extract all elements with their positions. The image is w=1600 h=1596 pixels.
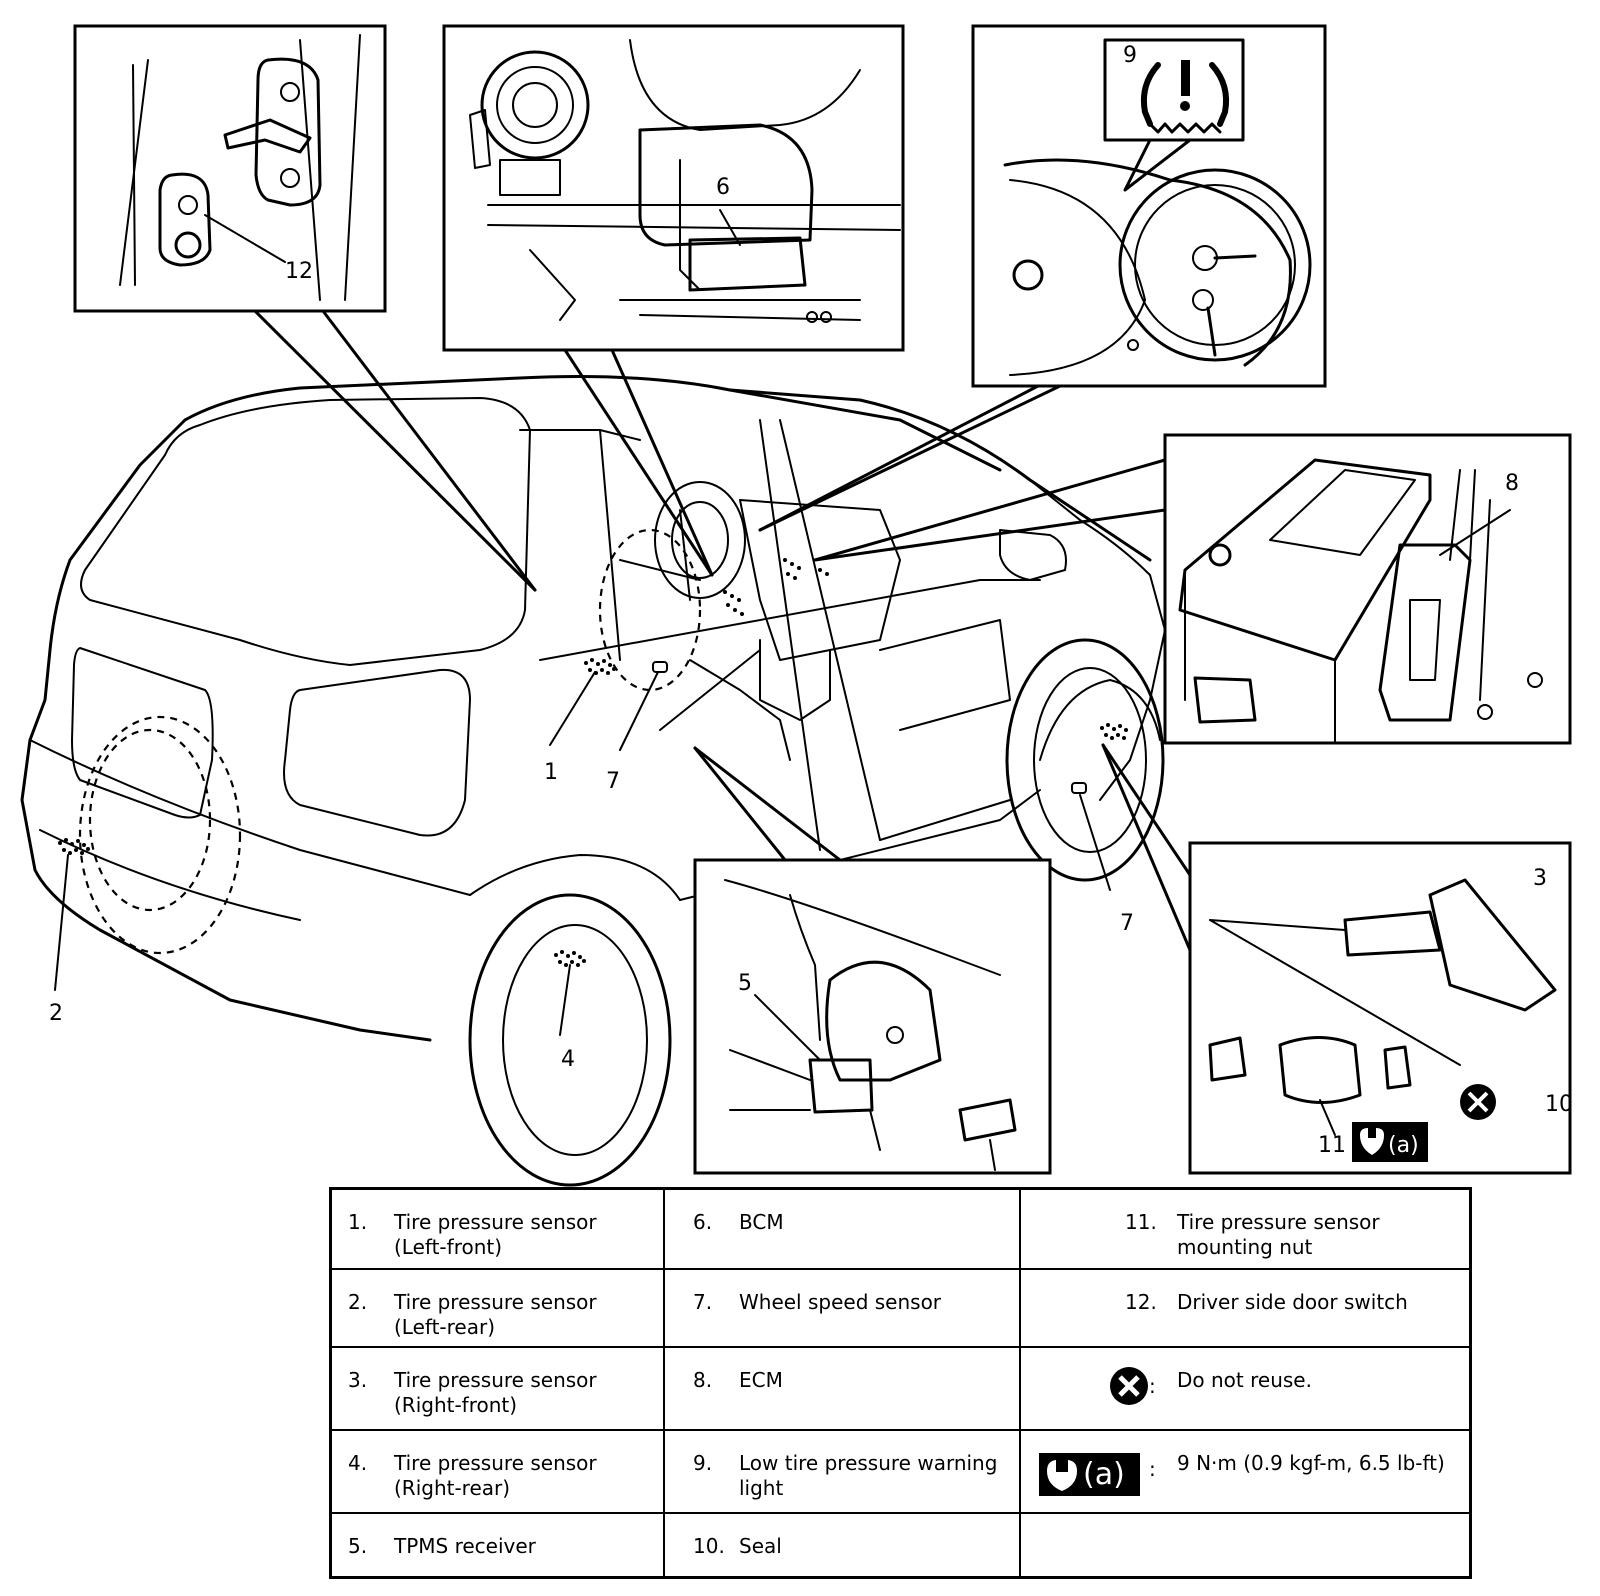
callout-5: 5 xyxy=(738,971,752,996)
callout-2: 2 xyxy=(49,1001,63,1026)
legend-cell: 11.Tire pressure sensor mounting nut xyxy=(1021,1190,1469,1270)
legend-cell: 4.Tire pressure sensor (Right-rear) xyxy=(332,1431,665,1514)
detail-tpms-receiver xyxy=(693,858,1052,1175)
callout-10: 10 xyxy=(1545,1092,1573,1117)
legend-cell: 1.Tire pressure sensor (Left-front) xyxy=(332,1190,665,1270)
detail-wedges xyxy=(253,309,1192,952)
tire-pressure-warning-icon xyxy=(1140,60,1230,134)
vehicle-outline xyxy=(20,375,1166,1187)
callout-8: 8 xyxy=(1505,471,1519,496)
callout-labels: 12 6 9 8 3 10 11 5 1 7 7 2 4 xyxy=(49,43,1573,1158)
detail-warning-light xyxy=(971,24,1327,388)
callout-3: 3 xyxy=(1533,866,1547,891)
callout-7-right: 7 xyxy=(1120,911,1134,936)
legend-cell-empty xyxy=(1021,1514,1469,1576)
legend-cell: 2.Tire pressure sensor (Left-rear) xyxy=(332,1270,665,1348)
legend-cell: 7.Wheel speed sensor xyxy=(665,1270,1021,1348)
legend-cell: 3.Tire pressure sensor (Right-front) xyxy=(332,1348,665,1431)
legend-cell: 5.TPMS receiver xyxy=(332,1514,665,1576)
detail-sensor-exploded: (a) xyxy=(1188,841,1572,1175)
callout-1: 1 xyxy=(544,760,558,785)
wrench-icon: (a) xyxy=(1352,1122,1428,1162)
legend-cell: 12.Driver side door switch xyxy=(1021,1270,1469,1348)
torque-badge: (a) xyxy=(1039,1453,1140,1496)
detail-ecm xyxy=(1163,433,1572,745)
callout-12: 12 xyxy=(285,259,313,284)
legend-cell: 9.Low tire pressure warning light xyxy=(665,1431,1021,1514)
detail-door-switch xyxy=(73,24,387,313)
legend-cell: 6.BCM xyxy=(665,1190,1021,1270)
callout-7-left: 7 xyxy=(606,769,620,794)
legend-table: 1.Tire pressure sensor (Left-front) 6.BC… xyxy=(329,1187,1472,1579)
x-circle-icon xyxy=(1110,1367,1148,1405)
callout-9: 9 xyxy=(1123,43,1137,68)
callout-11: 11 xyxy=(1318,1133,1346,1158)
detail-bcm xyxy=(442,24,905,352)
wrench-icon xyxy=(1047,1460,1077,1491)
svg-text:(a): (a) xyxy=(1388,1133,1419,1158)
legend-cell: 10.Seal xyxy=(665,1514,1021,1576)
callout-4: 4 xyxy=(561,1047,575,1072)
legend-cell-do-not-reuse: : Do not reuse. xyxy=(1021,1348,1469,1431)
legend-cell-torque: (a) : 9 N·m (0.9 kgf-m, 6.5 lb-ft) xyxy=(1021,1431,1469,1514)
legend-cell: 8.ECM xyxy=(665,1348,1021,1431)
callout-6: 6 xyxy=(716,175,730,200)
